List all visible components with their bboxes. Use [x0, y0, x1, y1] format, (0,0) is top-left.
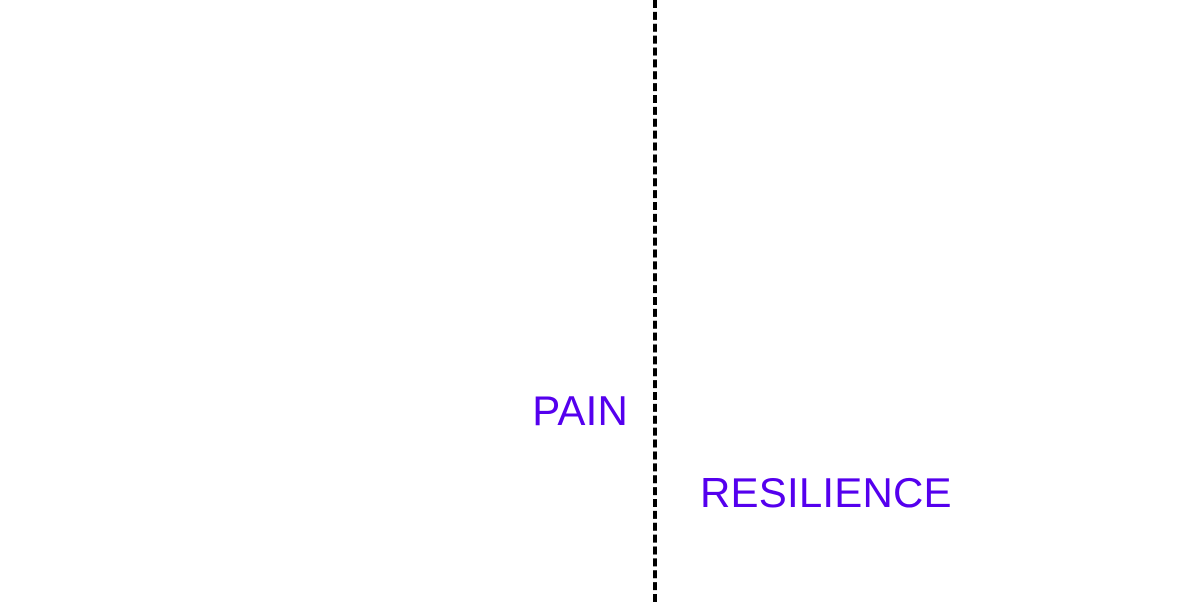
- label-pain: PAIN: [532, 387, 628, 435]
- vertical-dashed-divider: [653, 0, 657, 602]
- label-resilience: RESILIENCE: [700, 469, 952, 517]
